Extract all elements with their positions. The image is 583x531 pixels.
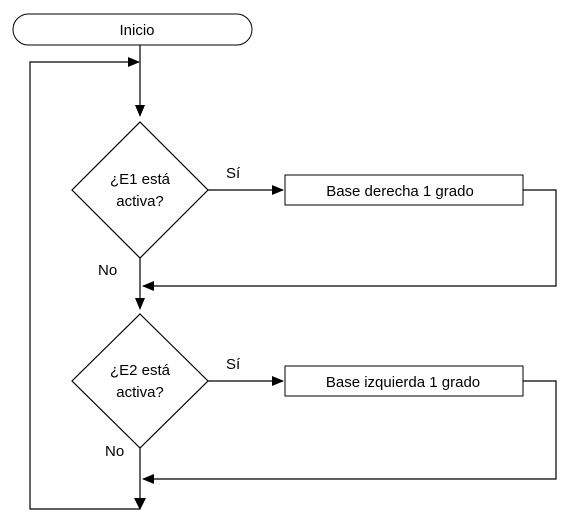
start-label: Inicio xyxy=(119,22,154,39)
decision-node-e2: ¿E2 está activa? xyxy=(71,313,209,449)
decision-e1-line2: activa? xyxy=(116,193,164,210)
loop-back-connector xyxy=(29,57,140,510)
decision-e1-shape xyxy=(71,121,209,259)
start-node: Inicio xyxy=(12,13,253,46)
connector-action-right-return xyxy=(142,189,557,291)
arrowhead-bottom xyxy=(134,498,146,510)
edge-label-no-1: No xyxy=(98,262,117,279)
action-left-label: Base izquierda 1 grado xyxy=(326,374,480,391)
action-left-shape xyxy=(284,365,524,397)
edge-label-yes-2: Sí xyxy=(226,356,241,373)
decision-e2-line2: activa? xyxy=(116,384,164,401)
edge-label-no-2: No xyxy=(105,443,124,460)
decision-node-e1: ¿E1 está activa? xyxy=(71,121,209,259)
connector-action-left-return xyxy=(142,380,557,484)
decision-e1-line1: ¿E1 está xyxy=(110,171,171,188)
action-right-shape xyxy=(284,174,524,206)
action-node-right: Base derecha 1 grado xyxy=(284,174,524,206)
start-shape xyxy=(12,13,253,46)
decision-e2-shape xyxy=(71,313,209,449)
edge-label-yes-1: Sí xyxy=(226,165,241,182)
decision-e2-line1: ¿E2 está xyxy=(110,362,171,379)
action-right-label: Base derecha 1 grado xyxy=(326,183,474,200)
action-node-left: Base izquierda 1 grado xyxy=(284,365,524,397)
